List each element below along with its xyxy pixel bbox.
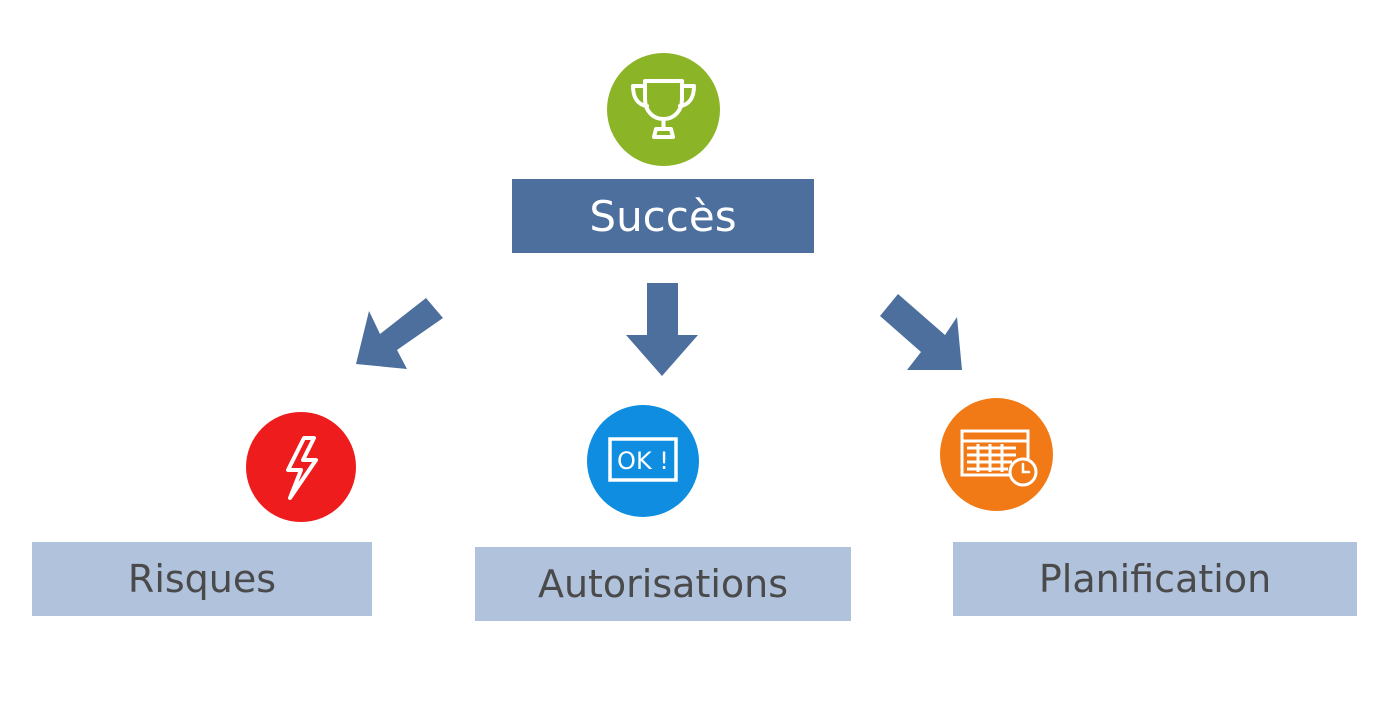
ok-sign-icon: OK !: [587, 405, 699, 517]
child-node-label: Planification: [1038, 557, 1272, 601]
root-node-label: Succès: [589, 191, 737, 241]
lightning-bolt-icon: [246, 412, 356, 522]
calendar-clock-icon: [940, 398, 1053, 511]
arrow-to-risques: [356, 298, 443, 369]
arrow-to-planification: [880, 294, 962, 370]
child-node-label: Autorisations: [537, 562, 789, 606]
child-node-risques: Risques: [32, 542, 372, 616]
root-node-succes: Succès: [512, 179, 814, 253]
child-node-label: Risques: [127, 557, 277, 601]
child-node-planification: Planification: [953, 542, 1357, 616]
ok-sign-text: OK !: [617, 447, 669, 475]
arrow-to-autorisations: [626, 283, 698, 376]
trophy-icon: [607, 53, 720, 166]
child-node-autorisations: Autorisations: [475, 547, 851, 621]
